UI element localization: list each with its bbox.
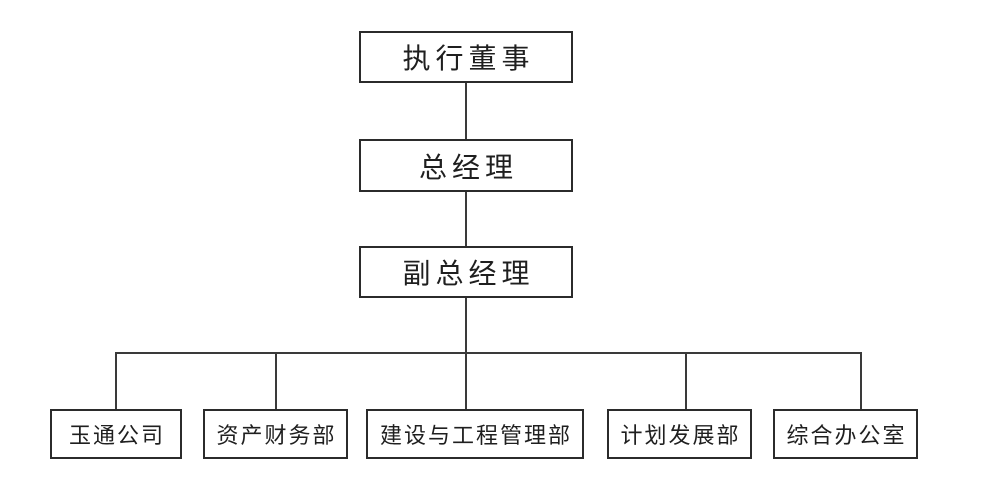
org-node-general-office: 综合办公室 bbox=[773, 409, 918, 459]
org-node-yutong-company: 玉通公司 bbox=[50, 409, 182, 459]
connector-gm-to-deputy bbox=[465, 192, 467, 246]
org-node-label: 建设与工程管理部 bbox=[379, 423, 572, 448]
org-node-label: 综合办公室 bbox=[786, 423, 907, 448]
org-node-construction-engineering-dept: 建设与工程管理部 bbox=[366, 409, 584, 459]
connector-deputy-to-bus bbox=[465, 298, 467, 353]
org-node-label: 计划发展部 bbox=[620, 423, 741, 448]
connector-bus-to-planning-development-dept bbox=[685, 352, 687, 409]
org-node-label: 总经理 bbox=[418, 152, 518, 184]
connector-horizontal-bus bbox=[115, 352, 862, 354]
org-node-label: 玉通公司 bbox=[68, 423, 165, 448]
connector-bus-to-asset-finance-dept bbox=[275, 352, 277, 409]
org-node-label: 副总经理 bbox=[402, 259, 535, 290]
org-node-asset-finance-dept: 资产财务部 bbox=[203, 409, 348, 459]
connector-bus-to-general-office bbox=[860, 352, 862, 409]
connector-bus-to-yutong-company bbox=[115, 352, 117, 409]
org-node-general-manager: 总经理 bbox=[359, 139, 573, 192]
org-node-label: 执行董事 bbox=[402, 44, 535, 75]
connector-bus-to-construction-engineering-dept bbox=[465, 352, 467, 409]
org-node-deputy-general-manager: 副总经理 bbox=[359, 246, 573, 298]
org-node-executive-director: 执行董事 bbox=[359, 31, 573, 83]
org-node-label: 资产财务部 bbox=[216, 423, 337, 448]
org-node-planning-development-dept: 计划发展部 bbox=[607, 409, 752, 459]
connector-executive-to-gm bbox=[465, 83, 467, 139]
